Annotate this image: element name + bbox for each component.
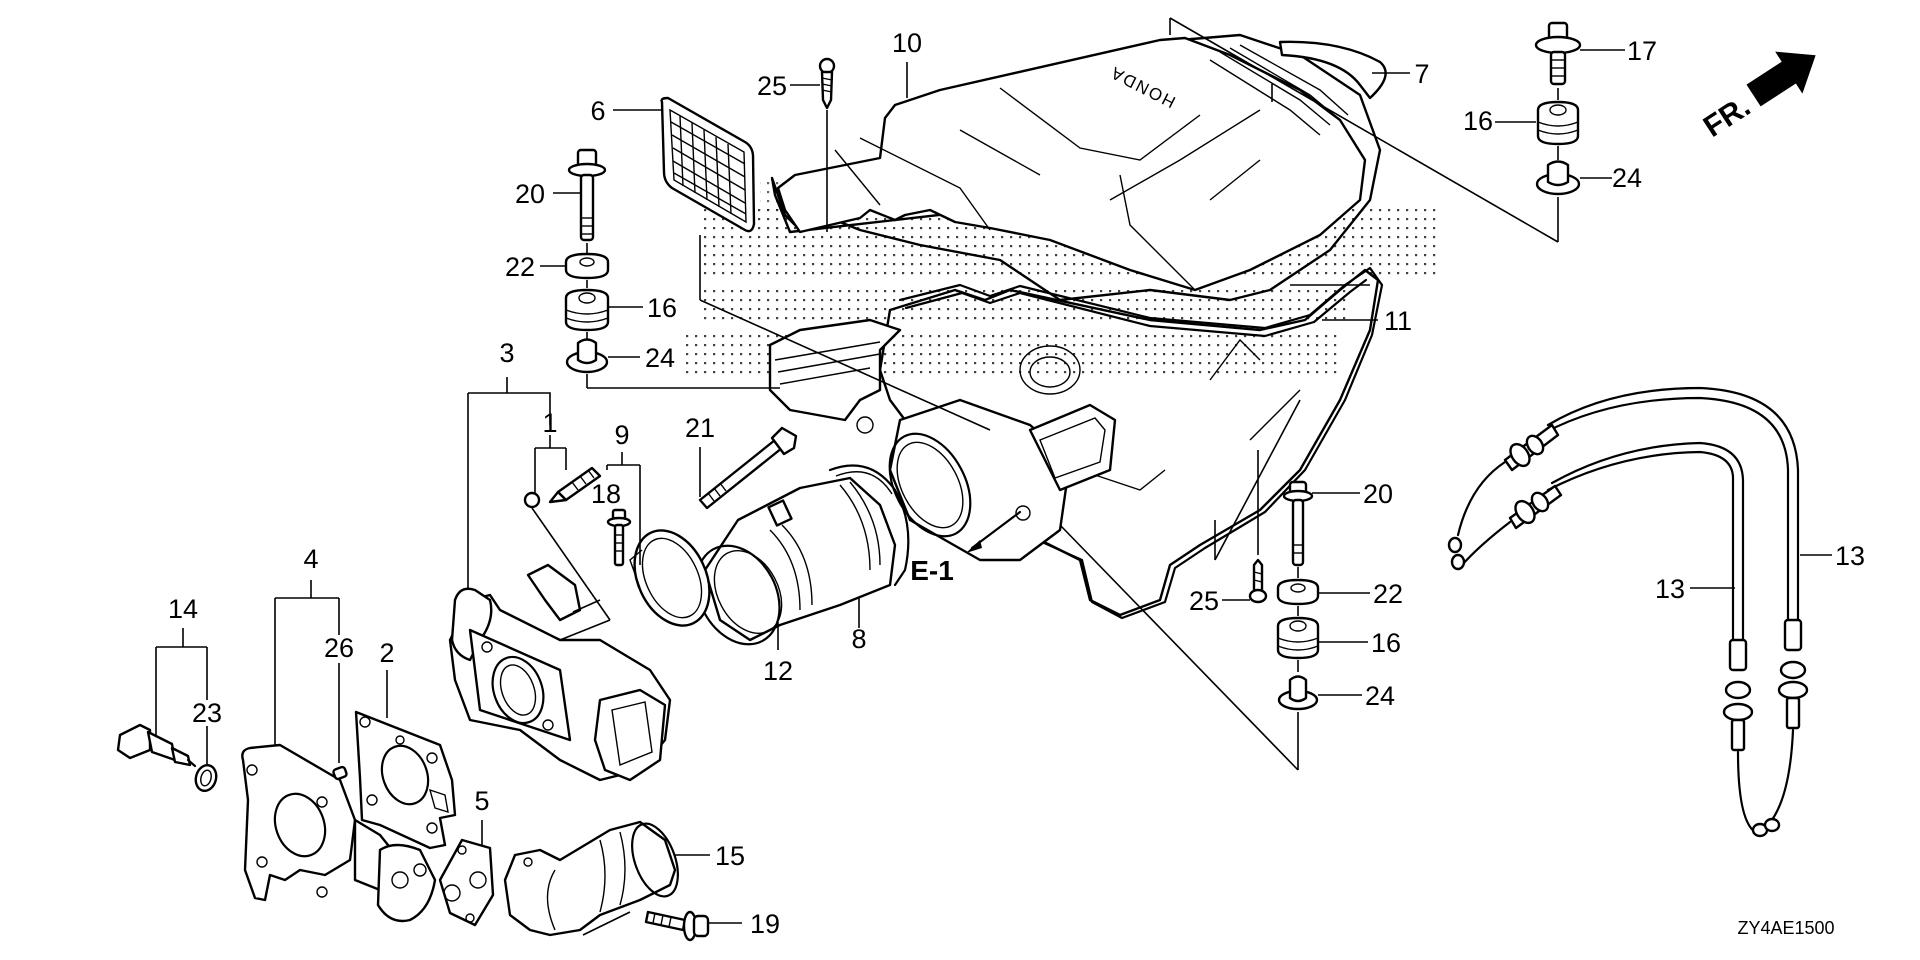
label-6: 6: [590, 96, 605, 126]
diagram-code: ZY4AE1500: [1737, 918, 1834, 938]
part-1-adjust-screw[interactable]: [523, 435, 611, 621]
part-12-intake-hose[interactable]: [680, 476, 897, 659]
label-22a: 22: [505, 252, 535, 282]
label-12: 12: [763, 656, 793, 686]
hardware-stack-right[interactable]: [1059, 399, 1370, 771]
label-15: 15: [715, 841, 745, 871]
part-6-filter-grille[interactable]: [613, 96, 991, 431]
label-2: 2: [379, 638, 394, 668]
label-4: 4: [303, 544, 318, 574]
label-25b: 25: [1189, 586, 1219, 616]
part-5-gasket[interactable]: [438, 820, 495, 927]
label-13b: 13: [1835, 541, 1865, 571]
front-direction-arrow: FR.: [1698, 51, 1816, 144]
fr-label: FR.: [1698, 90, 1757, 144]
label-20b: 20: [1363, 479, 1393, 509]
label-8: 8: [851, 624, 866, 654]
label-23: 23: [192, 698, 222, 728]
part-19-flange-bolt[interactable]: [582, 910, 742, 942]
throttle-adapter-port: [888, 398, 1117, 562]
label-24c: 24: [1365, 681, 1395, 711]
label-19: 19: [750, 909, 780, 939]
label-16a: 16: [1463, 106, 1493, 136]
label-26: 26: [324, 633, 354, 663]
label-20a: 20: [515, 179, 545, 209]
leader-lines-top: [1169, 17, 1559, 243]
label-25a: 25: [757, 71, 787, 101]
part-4-insulator-block[interactable]: [241, 580, 437, 923]
part-13-throttle-cables[interactable]: [1447, 386, 1832, 838]
label-24b: 24: [645, 343, 675, 373]
label-13a: 13: [1655, 574, 1685, 604]
part-25-screw-top[interactable]: [790, 57, 836, 232]
part-2-gasket[interactable]: [354, 670, 457, 850]
label-5: 5: [474, 786, 489, 816]
label-21: 21: [685, 413, 715, 443]
intake-duct: [768, 318, 902, 434]
label-17: 17: [1627, 36, 1657, 66]
label-11: 11: [1384, 306, 1412, 336]
part-3-throttle-body[interactable]: [448, 377, 672, 782]
label-18: 18: [591, 479, 621, 509]
hardware-stack-left[interactable]: [540, 148, 780, 389]
part-9-seal-ring[interactable]: [606, 452, 724, 638]
part-labels: 1 2 3 4 5 6 7 8 9 10 11 12 13 13 14 15 1…: [168, 28, 1865, 939]
label-16c: 16: [1371, 628, 1401, 658]
label-9: 9: [614, 420, 629, 450]
part-18-bolt[interactable]: [606, 508, 632, 567]
label-3: 3: [499, 338, 514, 368]
part-14-temperature-sensor[interactable]: [116, 628, 219, 793]
label-10: 10: [892, 28, 922, 58]
label-24a: 24: [1612, 163, 1642, 193]
part-7-seal-strip[interactable]: [1278, 40, 1410, 100]
part-21-bolt[interactable]: [698, 426, 798, 510]
label-14: 14: [168, 594, 198, 624]
label-7: 7: [1414, 59, 1429, 89]
label-1: 1: [542, 408, 557, 438]
part-15-elbow-hose[interactable]: [503, 817, 710, 937]
label-22b: 22: [1373, 579, 1403, 609]
part-10-engine-cover[interactable]: HONDA: [770, 33, 1382, 302]
hardware-stack-top-right[interactable]: [1495, 21, 1625, 196]
reference-callout-e1: E-1: [910, 555, 954, 586]
label-16b: 16: [647, 293, 677, 323]
